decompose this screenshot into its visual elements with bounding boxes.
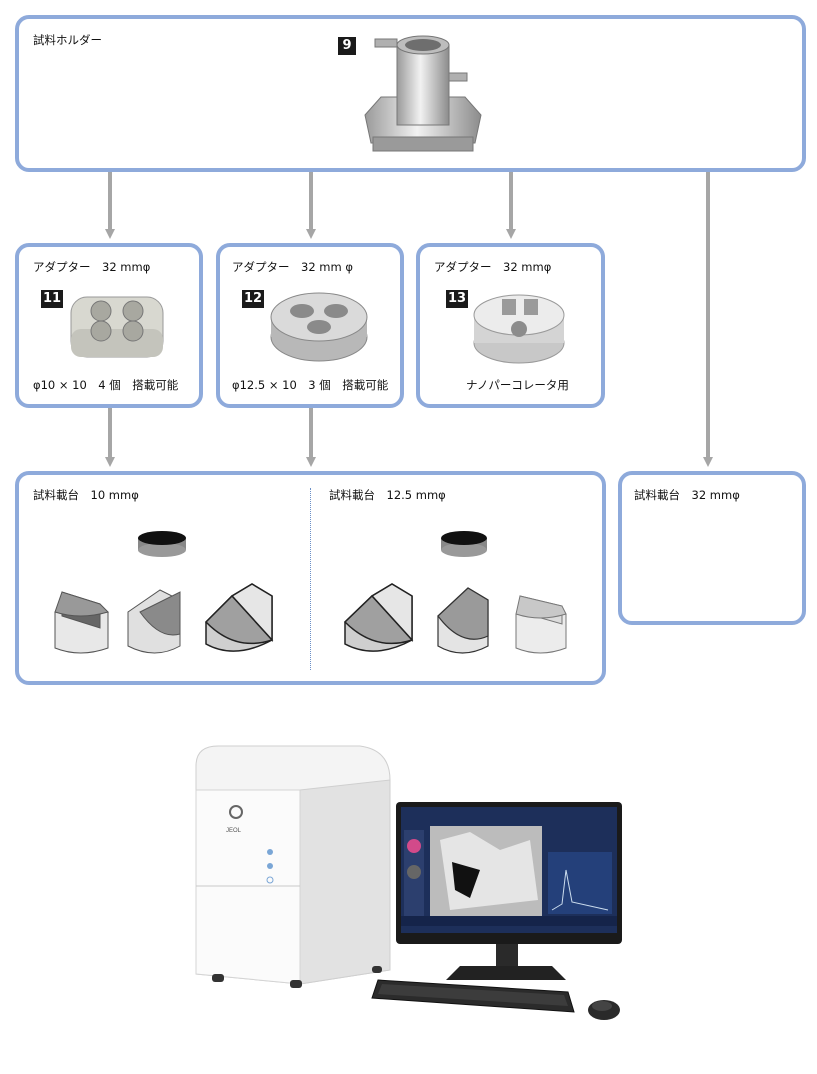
adapter-caption: φ12.5 × 10 3 個 搭載可能 xyxy=(232,378,389,392)
stub-slant-12-5mm xyxy=(437,587,489,654)
stub-flat-10mm xyxy=(138,531,186,557)
stub-step-10mm xyxy=(54,591,109,654)
adapter-three-hole-image xyxy=(270,292,368,362)
adapter-nanopercolator-image xyxy=(473,294,565,364)
adapter-number-badge: 11 xyxy=(41,290,64,308)
adapter-box-13: アダプター 32 mmφ 13 ナノパーコレータ用 xyxy=(416,243,605,408)
stage-divider xyxy=(310,488,311,670)
adapter-number-badge: 12 xyxy=(242,290,265,308)
stage-box-large: 試料載台 32 mmφ xyxy=(618,471,806,625)
stub-slant-10mm xyxy=(127,589,181,654)
adapter-number-badge: 13 xyxy=(446,290,469,308)
keyboard-and-mouse xyxy=(371,979,620,1020)
adapter-box-12: アダプター 32 mm φ 12 φ12.5 × 10 3 個 搭載可能 xyxy=(216,243,404,408)
stub-wedge-10mm xyxy=(204,583,274,652)
sem-cabinet: JEOL xyxy=(195,745,391,988)
adapter-title: アダプター 32 mmφ xyxy=(434,260,552,274)
sample-holder-image xyxy=(364,35,482,152)
monitor xyxy=(396,802,622,980)
stage-title-32mm: 試料載台 32 mmφ xyxy=(634,488,740,502)
stub-flat-12-5mm xyxy=(441,531,487,557)
stub-step-12-5mm xyxy=(515,595,567,654)
stage-title-10mm: 試料載台 10 mmφ xyxy=(33,488,139,502)
holder-box: 試料ホルダー 9 xyxy=(15,15,806,172)
adapter-title: アダプター 32 mm φ xyxy=(232,260,353,274)
adapter-box-11: アダプター 32 mmφ 11 φ10 × 10 4 個 搭載可能 xyxy=(15,243,203,408)
adapter-four-hole-image xyxy=(70,296,164,358)
adapter-caption: φ10 × 10 4 個 搭載可能 xyxy=(33,378,179,392)
holder-number-badge: 9 xyxy=(338,37,356,55)
adapter-caption: ナノパーコレータ用 xyxy=(466,378,569,392)
stub-wedge-12-5mm xyxy=(343,583,414,652)
stage-title-12-5mm: 試料載台 12.5 mmφ xyxy=(329,488,446,502)
holder-title: 試料ホルダー xyxy=(33,33,102,47)
brand-logo: JEOL xyxy=(226,828,242,834)
adapter-title: アダプター 32 mmφ xyxy=(33,260,151,274)
